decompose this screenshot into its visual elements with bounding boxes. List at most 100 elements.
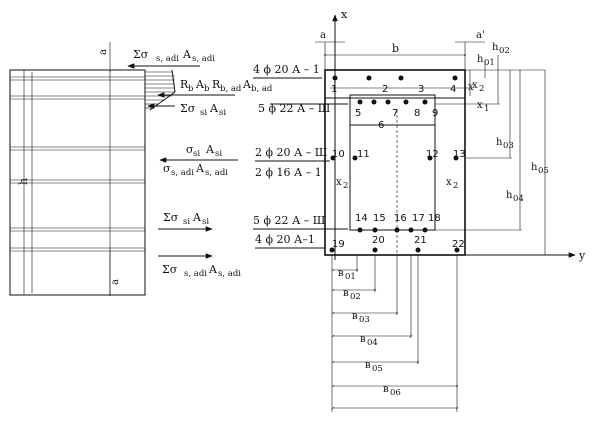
x-axis-label: x bbox=[341, 8, 348, 21]
force-concrete: R b A b R b, ad A b, ad bbox=[157, 78, 273, 98]
svg-text:в: в bbox=[338, 268, 344, 279]
svg-text:6: 6 bbox=[378, 120, 384, 131]
svg-text:18: 18 bbox=[428, 213, 441, 224]
svg-text:x: x bbox=[446, 177, 452, 188]
svg-text:8: 8 bbox=[414, 108, 420, 119]
svg-text:A: A bbox=[209, 102, 219, 115]
svg-text:13: 13 bbox=[453, 149, 466, 160]
rebar-label-r5: 5 ϕ 22 А – Ш bbox=[253, 214, 325, 227]
a-prime-label: a' bbox=[476, 30, 485, 41]
force-sig-si: σ si A si bbox=[159, 143, 238, 163]
svg-text:в: в bbox=[352, 311, 358, 322]
svg-text:si: si bbox=[219, 108, 226, 118]
svg-text:19: 19 bbox=[332, 239, 345, 250]
compressed-zone bbox=[349, 94, 436, 126]
svg-text:si: si bbox=[183, 217, 190, 227]
a-label: a bbox=[320, 30, 326, 41]
svg-text:s, adi: s, adi bbox=[192, 54, 215, 64]
rebar-label-r6: 4 ϕ 20 А–1 bbox=[255, 233, 315, 246]
svg-text:7: 7 bbox=[392, 108, 398, 119]
h-label: h bbox=[17, 178, 30, 185]
svg-text:06: 06 bbox=[390, 388, 401, 398]
svg-text:s, adi: s, adi bbox=[205, 168, 228, 178]
svg-text:h: h bbox=[531, 162, 538, 173]
force-sum-s-adi-top: Σσ s, adi A s, adi bbox=[127, 48, 215, 69]
svg-text:в: в bbox=[365, 360, 371, 371]
svg-text:Σσ: Σσ bbox=[162, 263, 178, 276]
svg-text:σ: σ bbox=[186, 143, 194, 156]
svg-text:si: si bbox=[202, 217, 209, 227]
svg-text:A: A bbox=[242, 78, 252, 91]
svg-text:02: 02 bbox=[350, 292, 361, 302]
svg-text:A: A bbox=[195, 78, 205, 91]
bar-numbers: 1 2 3 4 5 6 7 8 9 10 11 12 13 14 15 16 1… bbox=[331, 84, 466, 250]
svg-text:5: 5 bbox=[355, 108, 361, 119]
svg-text:03: 03 bbox=[359, 315, 370, 325]
svg-text:2: 2 bbox=[479, 84, 484, 94]
svg-text:1: 1 bbox=[331, 84, 337, 95]
svg-text:11: 11 bbox=[357, 149, 370, 160]
svg-text:14: 14 bbox=[355, 213, 368, 224]
svg-text:10: 10 bbox=[332, 149, 345, 160]
svg-text:21: 21 bbox=[414, 235, 427, 246]
svg-text:s, adi: s, adi bbox=[171, 168, 194, 178]
svg-text:Σσ: Σσ bbox=[180, 102, 196, 115]
svg-text:03: 03 bbox=[503, 141, 514, 151]
svg-text:05: 05 bbox=[372, 364, 383, 374]
a-bottom-label: a bbox=[110, 279, 121, 285]
svg-text:9: 9 bbox=[432, 108, 438, 119]
rebar-label-r1: 4 ϕ 20 А – 1 bbox=[253, 63, 320, 76]
svg-text:Σσ: Σσ bbox=[133, 48, 149, 61]
b-label: b bbox=[392, 42, 399, 55]
svg-text:si: si bbox=[215, 149, 222, 159]
rebar-labels: 4 ϕ 20 А – 1 5 ϕ 22 А – Ш 2 ϕ 20 А – Ш 2… bbox=[253, 63, 348, 249]
svg-text:2: 2 bbox=[382, 84, 388, 95]
stress-block bbox=[145, 69, 176, 111]
svg-text:Σσ: Σσ bbox=[163, 211, 179, 224]
svg-text:si: si bbox=[193, 149, 200, 159]
svg-text:h: h bbox=[477, 54, 484, 65]
x-label: x bbox=[468, 82, 474, 93]
svg-text:x: x bbox=[472, 80, 478, 91]
svg-text:2: 2 bbox=[453, 181, 458, 191]
svg-text:01: 01 bbox=[484, 58, 495, 68]
svg-text:в: в bbox=[343, 288, 349, 299]
svg-text:b: b bbox=[188, 84, 194, 94]
forces-group: Σσ s, adi A s, adi R b A b R b, ad A b, … bbox=[127, 48, 273, 279]
svg-text:R: R bbox=[212, 78, 221, 91]
a-top-label: a bbox=[98, 49, 109, 55]
y-axis-label: y bbox=[578, 249, 586, 262]
force-sum-si-top: Σσ si A si bbox=[147, 102, 226, 118]
svg-text:04: 04 bbox=[513, 194, 524, 204]
svg-text:b, ad: b, ad bbox=[220, 84, 242, 94]
svg-text:15: 15 bbox=[373, 213, 386, 224]
svg-text:A: A bbox=[208, 263, 218, 276]
svg-text:20: 20 bbox=[372, 235, 385, 246]
svg-text:s, adi: s, adi bbox=[184, 269, 207, 279]
svg-text:12: 12 bbox=[426, 149, 439, 160]
svg-text:4: 4 bbox=[450, 84, 456, 95]
svg-text:04: 04 bbox=[367, 338, 378, 348]
svg-text:x: x bbox=[477, 100, 483, 111]
svg-text:в: в bbox=[383, 384, 389, 395]
force-sig-s-adi: σ s, adi A s, adi bbox=[163, 162, 228, 178]
svg-text:σ: σ bbox=[163, 162, 171, 175]
svg-text:h: h bbox=[506, 190, 513, 201]
rebar-label-r4: 2 ϕ 16 А – 1 bbox=[255, 166, 322, 179]
svg-text:16: 16 bbox=[394, 213, 407, 224]
svg-text:3: 3 bbox=[418, 84, 424, 95]
svg-text:R: R bbox=[180, 78, 189, 91]
svg-text:05: 05 bbox=[538, 166, 549, 176]
svg-text:s, adi: s, adi bbox=[156, 54, 179, 64]
beam-elevation: h a a bbox=[9, 42, 176, 296]
top-flange bbox=[324, 69, 466, 99]
svg-text:22: 22 bbox=[452, 239, 465, 250]
svg-text:02: 02 bbox=[499, 46, 510, 56]
bottom-dims: в 01 в 02 в 03 в 04 в 05 в 06 bbox=[331, 255, 459, 412]
svg-text:1: 1 bbox=[484, 104, 489, 114]
svg-text:2: 2 bbox=[343, 181, 348, 191]
beam-outline bbox=[9, 69, 146, 296]
svg-text:s, adi: s, adi bbox=[218, 269, 241, 279]
top-dims: b a a' bbox=[315, 30, 485, 70]
